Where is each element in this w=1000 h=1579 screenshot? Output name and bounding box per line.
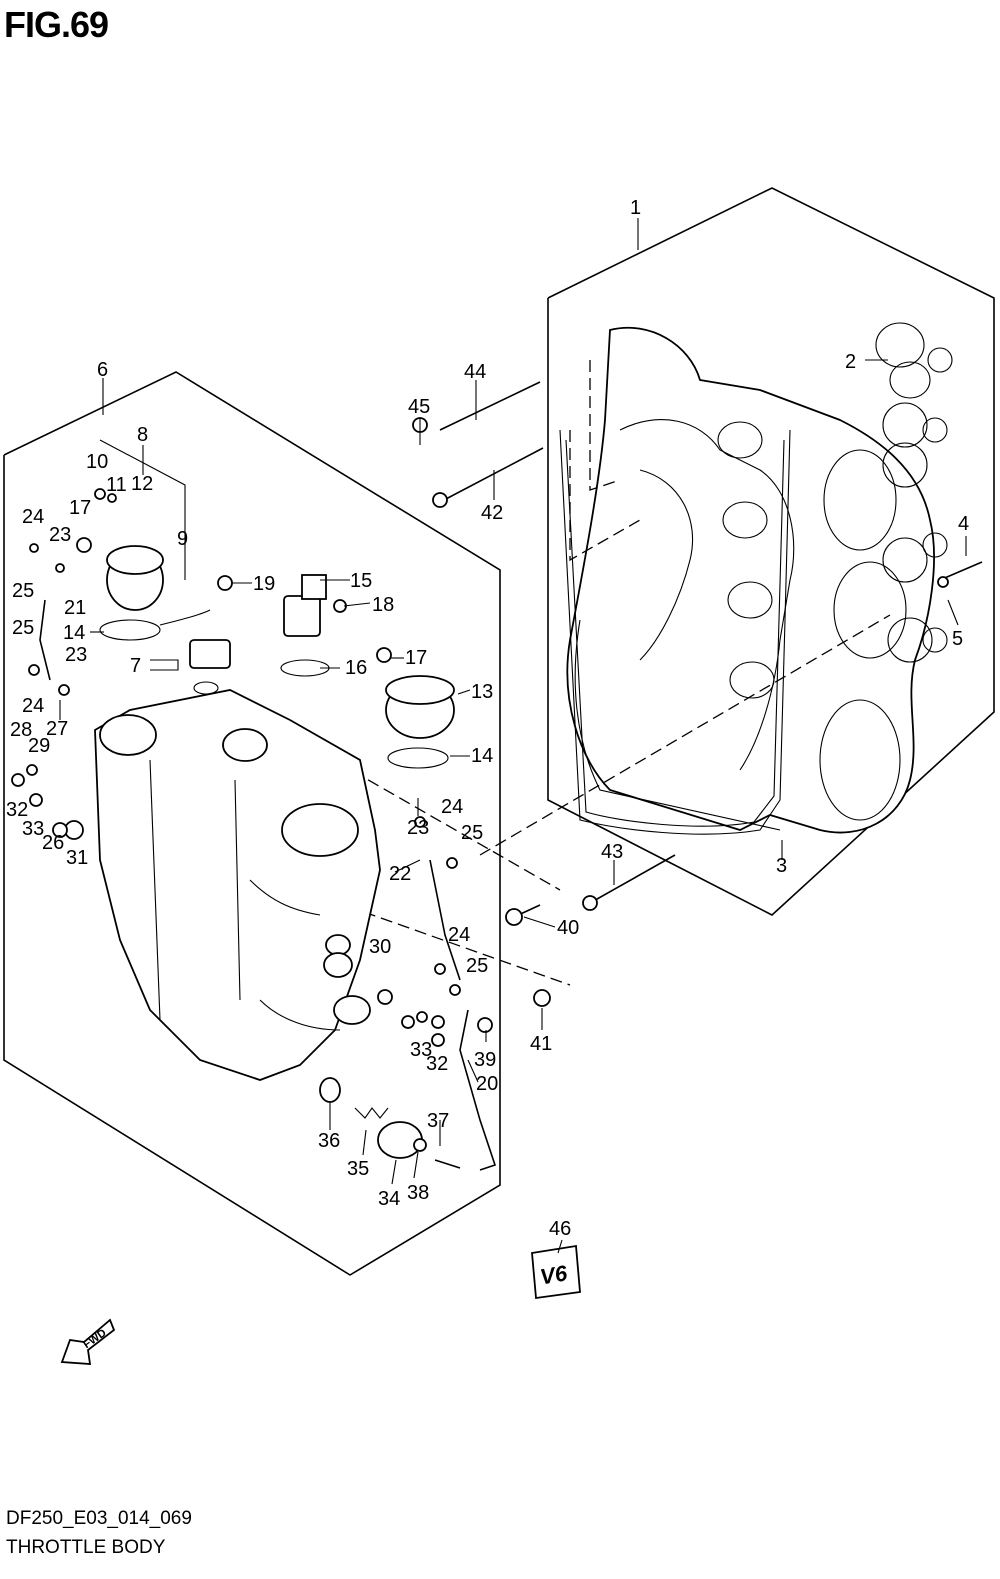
callout-label: 41 xyxy=(530,1033,552,1055)
callout-label: 4 xyxy=(958,513,969,535)
callout-label: 22 xyxy=(389,863,411,885)
v6-badge: V6 xyxy=(531,1244,581,1300)
figure-caption: THROTTLE BODY xyxy=(6,1537,166,1558)
callout-label: 46 xyxy=(549,1218,571,1240)
throttle-body-box xyxy=(3,371,501,1276)
callout-label: 1 xyxy=(630,197,641,219)
callout-label: 9 xyxy=(177,528,188,550)
callout-label: 15 xyxy=(350,570,372,592)
callout-label: 25 xyxy=(12,580,34,602)
callout-label: 36 xyxy=(318,1130,340,1152)
callout-label: 43 xyxy=(601,841,623,863)
callout-label: 33 xyxy=(22,818,44,840)
callout-label: 20 xyxy=(476,1073,498,1095)
callout-label: 24 xyxy=(441,796,463,818)
callout-label: 11 xyxy=(106,474,127,496)
figure-title: FIG.69 xyxy=(4,4,109,45)
callout-label: 17 xyxy=(69,497,91,519)
callout-label: 25 xyxy=(12,617,34,639)
callout-label: 10 xyxy=(86,451,108,473)
callout-label: 38 xyxy=(407,1182,429,1204)
fwd-arrow-icon: FWD xyxy=(60,1318,116,1365)
callout-label: 24 xyxy=(448,924,470,946)
callout-label: 23 xyxy=(407,817,429,839)
v6-badge-text: V6 xyxy=(538,1260,570,1289)
callout-label: 18 xyxy=(372,594,394,616)
callout-label: 24 xyxy=(22,506,44,528)
callout-label: 32 xyxy=(6,799,28,821)
leader-lines xyxy=(59,218,967,1254)
callout-label: 23 xyxy=(65,644,87,666)
callout-label: 42 xyxy=(481,502,503,524)
callout-label: 39 xyxy=(474,1049,496,1071)
callout-label: 26 xyxy=(42,832,64,854)
callout-label: 25 xyxy=(466,955,488,977)
callout-label: 3 xyxy=(776,855,787,877)
intake-manifold xyxy=(566,326,935,834)
throttle-components xyxy=(99,545,455,769)
callout-label: 14 xyxy=(471,745,493,767)
callout-label: 37 xyxy=(427,1110,449,1132)
callout-labels: 1 2 3 4 5 6 7 8 9 10 11 12 13 14 14 15 1… xyxy=(6,197,969,1240)
callout-label: 5 xyxy=(952,628,963,650)
callout-label: 27 xyxy=(46,718,68,740)
callout-label: 44 xyxy=(464,361,486,383)
manifold-bolts xyxy=(412,381,983,1007)
throttle-body xyxy=(94,689,381,1081)
callout-label: 2 xyxy=(845,351,856,373)
callout-label: 14 xyxy=(63,622,85,644)
drawing-code: DF250_E03_014_069 xyxy=(6,1508,192,1529)
callout-label: 35 xyxy=(347,1158,369,1180)
callout-label: 13 xyxy=(471,681,493,703)
callout-label: 28 xyxy=(10,719,32,741)
callout-label: 40 xyxy=(557,917,579,939)
intake-manifold-box xyxy=(547,187,995,916)
callout-label: 19 xyxy=(253,573,275,595)
callout-label: 7 xyxy=(130,655,141,677)
callout-label: 45 xyxy=(408,396,430,418)
callout-label: 33 xyxy=(410,1039,432,1061)
callout-label: 16 xyxy=(345,657,367,679)
callout-label: 17 xyxy=(405,647,427,669)
callout-label: 34 xyxy=(378,1188,400,1210)
callout-label: 24 xyxy=(22,695,44,717)
callout-label: 12 xyxy=(131,473,153,495)
callout-label: 31 xyxy=(66,847,88,869)
callout-label: 6 xyxy=(97,359,108,381)
callout-label: 21 xyxy=(64,597,86,619)
callout-label: 30 xyxy=(369,936,391,958)
linkage-parts xyxy=(11,488,497,1171)
callout-label: 8 xyxy=(137,424,148,446)
callout-label: 23 xyxy=(49,524,71,546)
callout-label: 29 xyxy=(28,735,50,757)
port-gasket xyxy=(875,322,953,663)
callout-label: 25 xyxy=(461,822,483,844)
manifold-gasket xyxy=(559,429,791,835)
callout-label: 32 xyxy=(426,1053,448,1075)
